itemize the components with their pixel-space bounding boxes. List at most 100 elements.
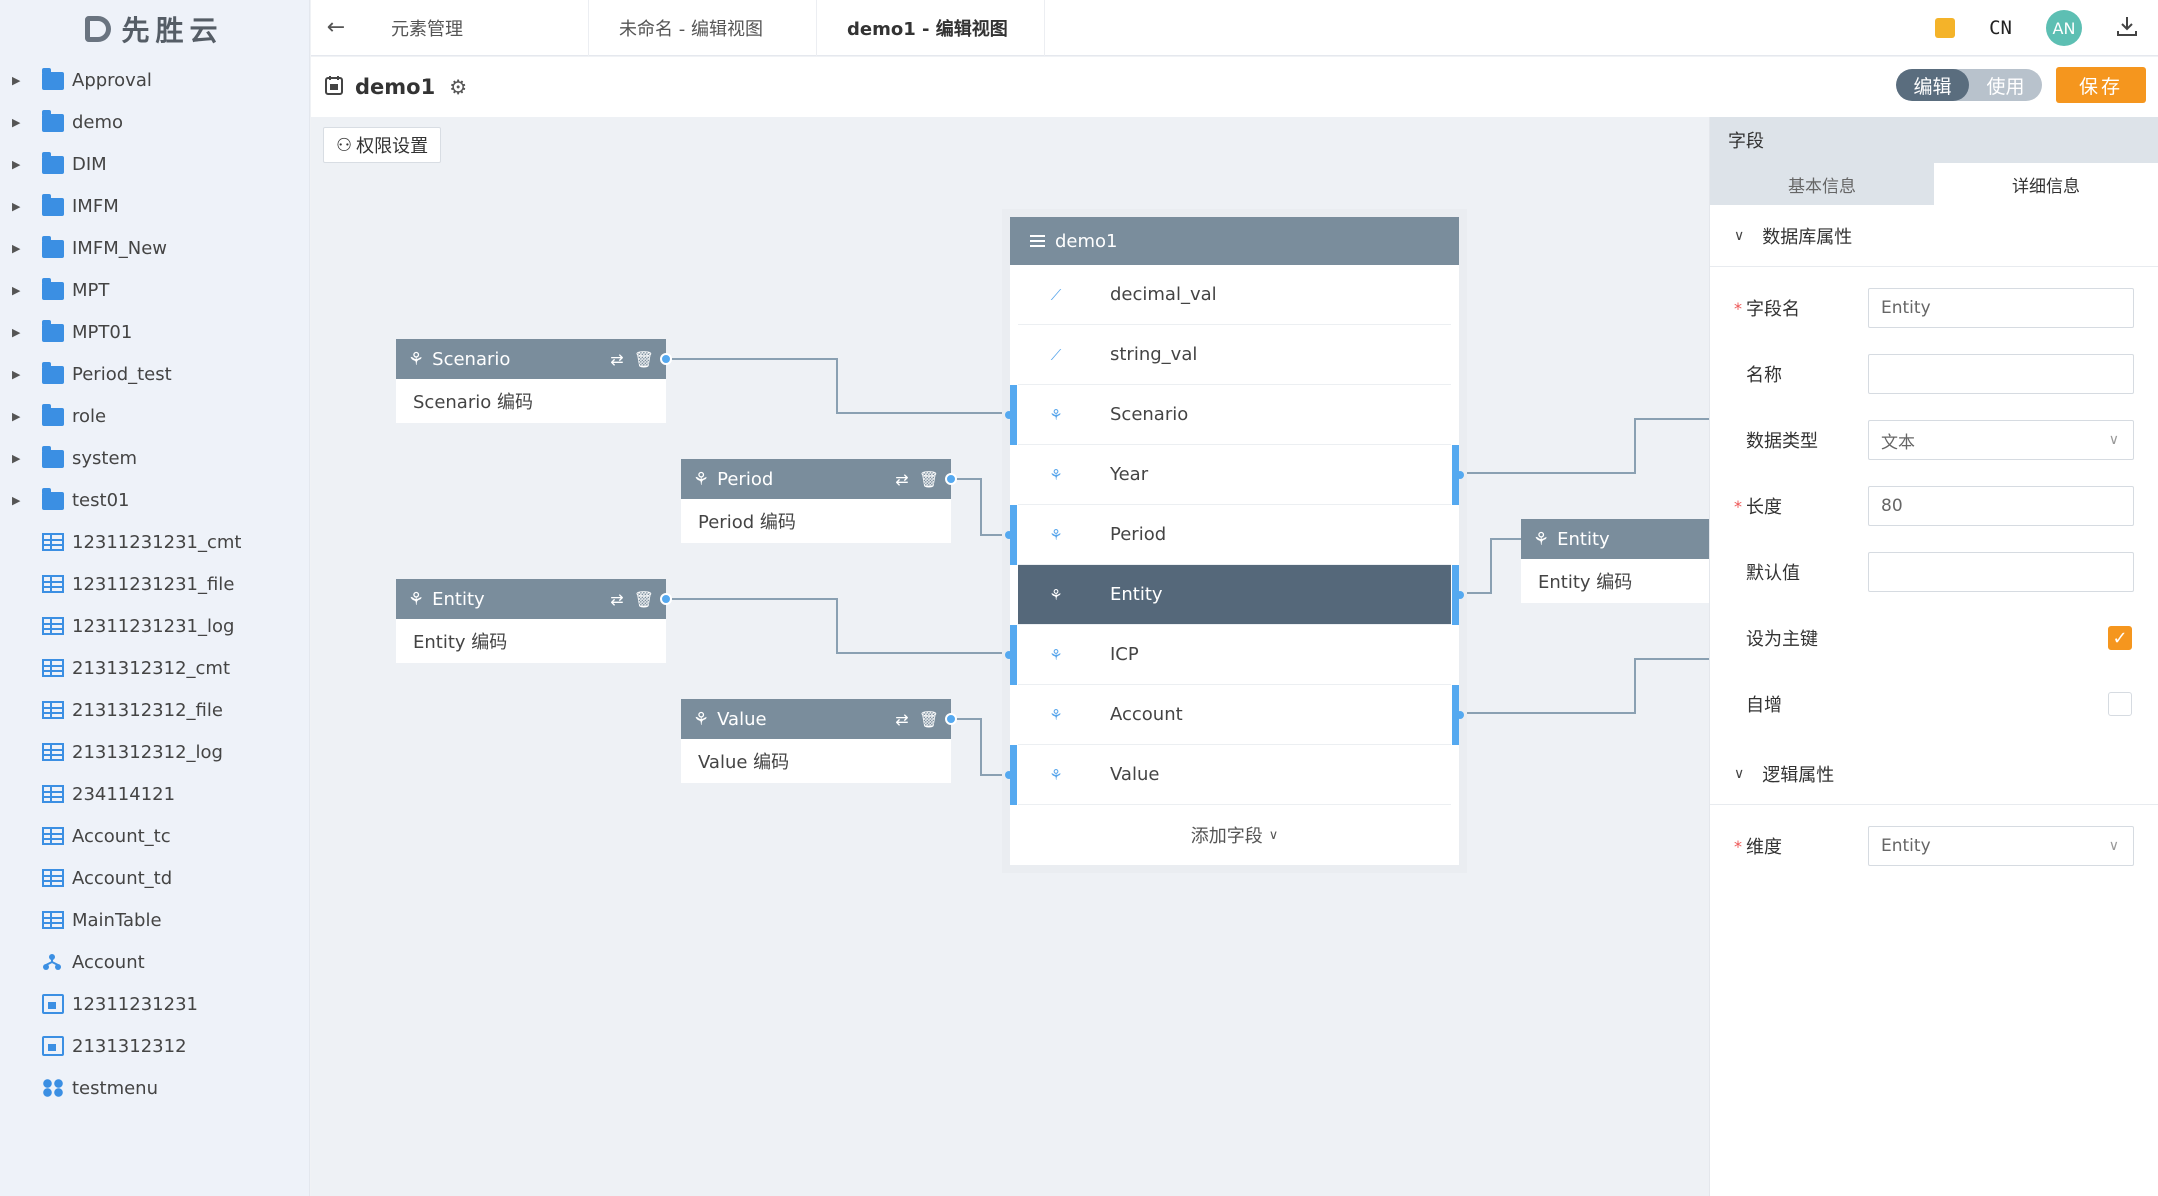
caret-right-icon[interactable]: ▶ — [12, 157, 21, 171]
caret-right-icon[interactable]: ▶ — [12, 283, 21, 297]
caret-right-icon[interactable]: ▶ — [12, 325, 21, 339]
caret-right-icon[interactable]: ▶ — [12, 199, 21, 213]
connector-port[interactable] — [660, 353, 672, 365]
data-type-select[interactable]: 文本 ∨ — [1868, 420, 2134, 460]
swap-icon[interactable]: ⇄ — [895, 469, 909, 489]
table-field-row[interactable]: ⚘Value — [1005, 745, 1451, 805]
connector-port[interactable] — [945, 473, 957, 485]
table-field-row[interactable]: ⚘Entity — [1018, 565, 1464, 625]
swap-icon[interactable]: ⇄ — [895, 709, 909, 729]
sidebar-item[interactable]: ▶2131312312_file — [0, 689, 309, 731]
sidebar-item[interactable]: ▶role — [0, 395, 309, 437]
link-anchor-left[interactable] — [1005, 625, 1017, 685]
caret-right-icon[interactable]: ▶ — [12, 451, 21, 465]
section-logic-properties[interactable]: ∨ 逻辑属性 — [1710, 743, 2158, 805]
link-anchor-left[interactable] — [1005, 385, 1017, 445]
table-field-row[interactable]: ⚘ICP — [1005, 625, 1451, 685]
name-input[interactable] — [1868, 354, 2134, 394]
dim-node-entity[interactable]: ⚘ Entity ⇄🗑 Entity 编码 — [396, 579, 672, 663]
table-field-row[interactable]: ⚘Year — [1018, 445, 1464, 505]
link-anchor-right[interactable] — [1452, 685, 1464, 745]
dimension-select[interactable]: Entity ∨ — [1868, 826, 2134, 866]
link-anchor-right[interactable] — [1452, 565, 1464, 625]
gear-icon[interactable]: ⚙ — [449, 75, 468, 99]
table-node-demo1[interactable]: demo1 ⟋decimal_val⟋string_val⚘Scenario⚘Y… — [1005, 217, 1464, 865]
trash-icon[interactable]: 🗑 — [633, 589, 654, 609]
swap-icon[interactable]: ⇄ — [610, 589, 624, 609]
table-field-row[interactable]: ⟋decimal_val — [1018, 265, 1451, 325]
trash-icon[interactable]: 🗑 — [918, 709, 939, 729]
node-header[interactable]: ⚘ Entity ⇄🗑 — [396, 579, 672, 619]
sidebar-item[interactable]: ▶demo — [0, 101, 309, 143]
table-field-row[interactable]: ⚘Account — [1018, 685, 1464, 745]
dim-node-entity-right[interactable]: ⚘ Entity Entity 编码 — [1521, 519, 1709, 603]
tab-basic-info[interactable]: 基本信息 — [1710, 163, 1934, 205]
sidebar-item[interactable]: ▶Account_td — [0, 857, 309, 899]
avatar[interactable]: AN — [2046, 10, 2082, 46]
sidebar-item[interactable]: ▶12311231231_cmt — [0, 521, 309, 563]
caret-right-icon[interactable]: ▶ — [12, 115, 21, 129]
link-anchor-right[interactable] — [1452, 445, 1464, 505]
primary-key-checkbox[interactable]: ✓ — [2108, 626, 2132, 650]
node-header[interactable]: ⚘ Entity — [1521, 519, 1709, 559]
sidebar-item[interactable]: ▶Approval — [0, 59, 309, 101]
sidebar-item[interactable]: ▶234114121 — [0, 773, 309, 815]
table-header[interactable]: demo1 — [1010, 217, 1459, 265]
permission-settings-button[interactable]: ⚇ 权限设置 — [323, 127, 442, 163]
notification-icon[interactable] — [1935, 18, 1956, 38]
node-header[interactable]: ⚘ Period ⇄🗑 — [681, 459, 957, 499]
link-anchor-left[interactable] — [1005, 745, 1017, 805]
back-button[interactable]: ← — [311, 15, 361, 40]
node-header[interactable]: ⚘ Value ⇄🗑 — [681, 699, 957, 739]
mode-edit[interactable]: 编辑 — [1896, 69, 1969, 101]
caret-right-icon[interactable]: ▶ — [12, 241, 21, 255]
length-input[interactable]: 80 — [1868, 486, 2134, 526]
sidebar-item[interactable]: ▶12311231231 — [0, 983, 309, 1025]
sidebar-item[interactable]: ▶MPT — [0, 269, 309, 311]
sidebar-item[interactable]: ▶Account — [0, 941, 309, 983]
tab-element-management[interactable]: 元素管理 — [361, 0, 589, 56]
caret-right-icon[interactable]: ▶ — [12, 493, 21, 507]
sidebar-item[interactable]: ▶Account_tc — [0, 815, 309, 857]
field-name-input[interactable]: Entity — [1868, 288, 2134, 328]
sidebar-item[interactable]: ▶IMFM_New — [0, 227, 309, 269]
tab-untitled-edit-view[interactable]: 未命名 - 编辑视图 — [589, 0, 817, 56]
auto-increment-checkbox[interactable] — [2108, 692, 2132, 716]
sidebar-item[interactable]: ▶DIM — [0, 143, 309, 185]
default-value-input[interactable] — [1868, 552, 2134, 592]
sidebar-item[interactable]: ▶MPT01 — [0, 311, 309, 353]
sidebar-item[interactable]: ▶Period_test — [0, 353, 309, 395]
swap-icon[interactable]: ⇄ — [610, 349, 624, 369]
dim-node-period[interactable]: ⚘ Period ⇄🗑 Period 编码 — [681, 459, 957, 543]
trash-icon[interactable]: 🗑 — [918, 469, 939, 489]
table-field-row[interactable]: ⚘Scenario — [1005, 385, 1451, 445]
sidebar-item[interactable]: ▶IMFM — [0, 185, 309, 227]
sidebar-item[interactable]: ▶MainTable — [0, 899, 309, 941]
download-icon[interactable] — [2116, 15, 2138, 42]
sidebar-item[interactable]: ▶12311231231_log — [0, 605, 309, 647]
save-button[interactable]: 保存 — [2056, 67, 2146, 103]
sidebar-item[interactable]: ▶system — [0, 437, 309, 479]
dim-node-value[interactable]: ⚘ Value ⇄🗑 Value 编码 — [681, 699, 957, 783]
link-anchor-left[interactable] — [1005, 505, 1017, 565]
caret-right-icon[interactable]: ▶ — [12, 73, 21, 87]
table-field-row[interactable]: ⚘Period — [1005, 505, 1451, 565]
table-field-row[interactable]: ⟋string_val — [1018, 325, 1451, 385]
dim-node-scenario[interactable]: ⚘ Scenario ⇄🗑 Scenario 编码 — [396, 339, 672, 423]
tab-demo1-edit-view[interactable]: demo1 - 编辑视图 — [817, 0, 1045, 56]
connector-port[interactable] — [660, 593, 672, 605]
tab-detail-info[interactable]: 详细信息 — [1934, 163, 2158, 205]
sidebar-item[interactable]: ▶test01 — [0, 479, 309, 521]
sidebar-item[interactable]: ▶2131312312_cmt — [0, 647, 309, 689]
sidebar-item[interactable]: ▶2131312312 — [0, 1025, 309, 1067]
caret-right-icon[interactable]: ▶ — [12, 409, 21, 423]
caret-right-icon[interactable]: ▶ — [12, 367, 21, 381]
design-canvas[interactable]: ⚇ 权限设置 ⚘ Scenario ⇄🗑 Scenario 编码 ⚘ Perio… — [311, 117, 1709, 1196]
sidebar-item[interactable]: ▶12311231231_file — [0, 563, 309, 605]
mode-toggle[interactable]: 编辑 使用 — [1896, 69, 2042, 101]
connector-port[interactable] — [945, 713, 957, 725]
sidebar-item[interactable]: ▶2131312312_log — [0, 731, 309, 773]
add-field-button[interactable]: 添加字段 ∨ — [1018, 805, 1451, 865]
section-db-properties[interactable]: ∨ 数据库属性 — [1710, 205, 2158, 267]
sidebar-item[interactable]: ▶testmenu — [0, 1067, 309, 1109]
